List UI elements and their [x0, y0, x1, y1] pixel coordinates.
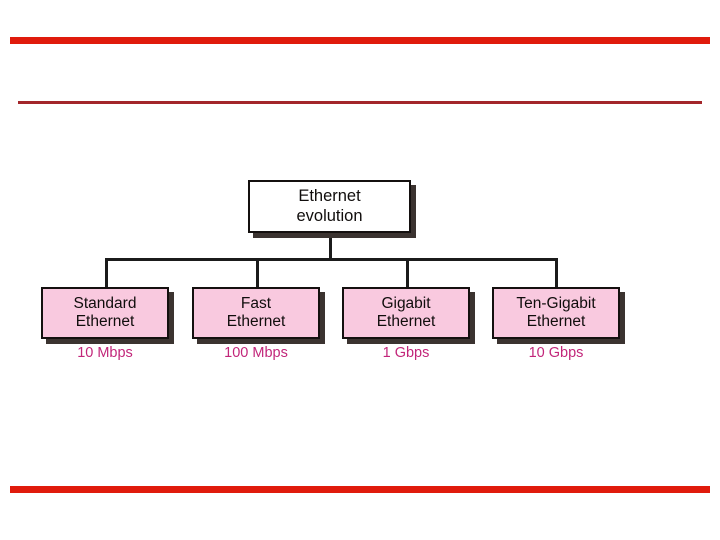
node-ten-gigabit-line2: Ethernet [526, 313, 586, 330]
speed-label-fast: 100 Mbps [224, 345, 288, 361]
node-ethernet-evolution: Ethernet evolution [248, 180, 411, 233]
node-fast-ethernet: Fast Ethernet [192, 287, 320, 339]
top-thick-rule [10, 37, 710, 44]
connector-drop-ten-gigabit [555, 258, 558, 288]
speed-label-gigabit: 1 Gbps [382, 345, 430, 361]
speed-label-standard: 10 Mbps [77, 345, 133, 361]
node-standard-ethernet: Standard Ethernet [41, 287, 169, 339]
bottom-thick-rule [10, 486, 710, 493]
node-fast-line2: Ethernet [226, 313, 286, 330]
connector-drop-fast [256, 258, 259, 288]
node-gigabit-line2: Ethernet [376, 313, 436, 330]
connector-horizontal-bus [105, 258, 557, 261]
node-ten-gigabit-line1: Ten-Gigabit [516, 294, 596, 312]
node-ten-gigabit-ethernet: Ten-Gigabit Ethernet [492, 287, 620, 339]
connector-drop-gigabit [406, 258, 409, 288]
speed-label-ten-gigabit: 10 Gbps [528, 345, 584, 361]
node-fast-line1: Fast [240, 294, 272, 312]
top-thin-rule [18, 101, 702, 104]
node-standard-line2: Ethernet [75, 313, 135, 330]
connector-root-stem [329, 232, 332, 260]
node-standard-line1: Standard [73, 294, 137, 312]
connector-drop-standard [105, 258, 108, 288]
node-root-line1: Ethernet [298, 187, 361, 206]
node-gigabit-ethernet: Gigabit Ethernet [342, 287, 470, 339]
node-gigabit-line1: Gigabit [381, 294, 431, 312]
node-root-line2: evolution [296, 206, 363, 225]
